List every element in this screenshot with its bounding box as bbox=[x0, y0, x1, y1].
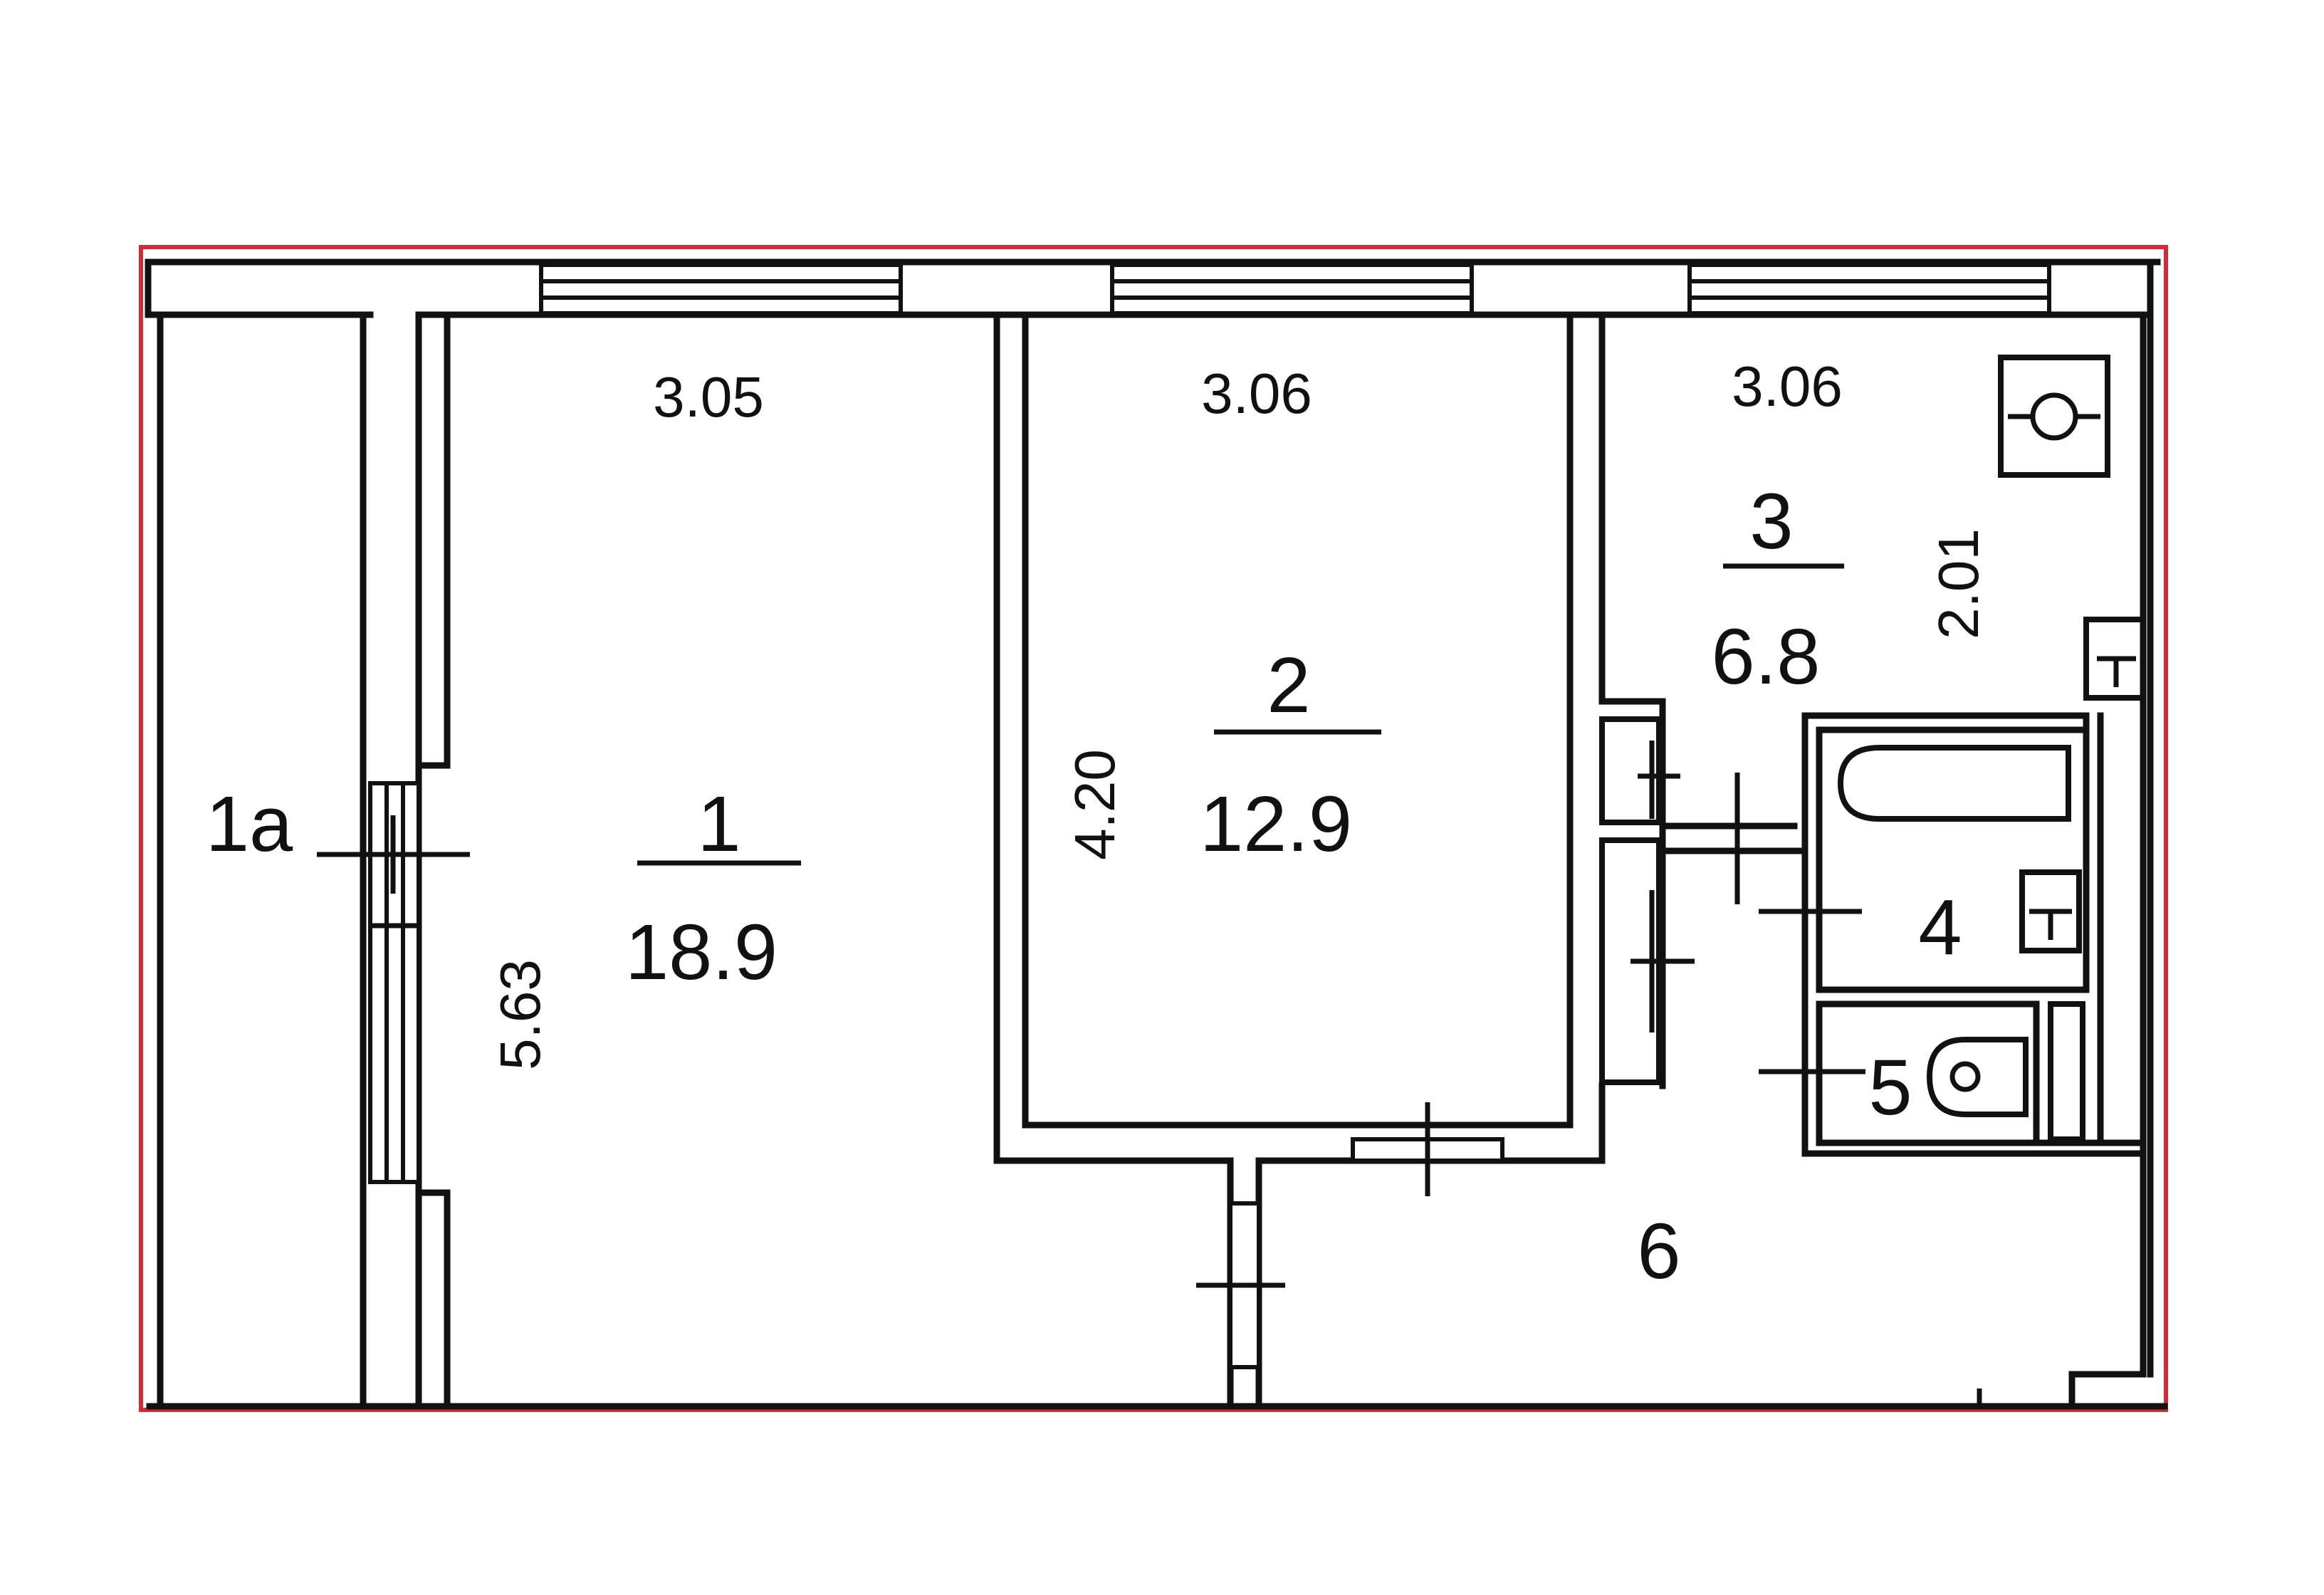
outer-right-wall bbox=[2068, 258, 2154, 1410]
sink-icon bbox=[2083, 617, 2146, 701]
window-icon bbox=[539, 263, 903, 315]
bathroom-walls bbox=[1801, 712, 2104, 1146]
room-1a-label: 1a bbox=[206, 780, 293, 868]
balcony-walls bbox=[157, 311, 367, 1410]
door-icon bbox=[1351, 1102, 1504, 1196]
room2-walls bbox=[993, 311, 1606, 1164]
corridor-walls bbox=[1659, 773, 2147, 1157]
room-3-width: 3.06 bbox=[1732, 355, 1843, 418]
kitchen-walls bbox=[1598, 698, 1666, 840]
wall-balcony-room1 bbox=[415, 311, 451, 1410]
room-2-area: 12.9 bbox=[1200, 780, 1352, 868]
room-2-length: 4.20 bbox=[1063, 749, 1126, 860]
window-icon bbox=[1687, 263, 2051, 315]
door-icon bbox=[317, 781, 470, 1184]
stove-icon bbox=[1998, 355, 2110, 478]
room-5-number: 5 bbox=[1868, 1044, 1912, 1131]
door-icon bbox=[1196, 1201, 1285, 1369]
room-1-length: 5.63 bbox=[488, 959, 552, 1070]
toilet-walls bbox=[1816, 1000, 2085, 1146]
room-3-length: 2.01 bbox=[1927, 528, 1990, 639]
room-6-number: 6 bbox=[1637, 1208, 1680, 1295]
room-1-area: 18.9 bbox=[625, 909, 778, 996]
room-3-number: 3 bbox=[1749, 478, 1793, 565]
room-1-number: 1 bbox=[697, 780, 740, 868]
room-2-number: 2 bbox=[1267, 642, 1310, 729]
room-2-width: 3.06 bbox=[1201, 362, 1312, 425]
room-4-number: 4 bbox=[1918, 884, 1962, 971]
door-icon bbox=[1631, 741, 1695, 1032]
sink-icon bbox=[2019, 869, 2082, 953]
plan-frame bbox=[139, 245, 2168, 1412]
window-icon bbox=[1110, 263, 1474, 315]
room-1-width: 3.05 bbox=[653, 365, 764, 429]
bathtub-icon bbox=[1837, 745, 2071, 822]
room-3-area: 6.8 bbox=[1712, 613, 1821, 701]
toilet-icon bbox=[1926, 1037, 2029, 1117]
